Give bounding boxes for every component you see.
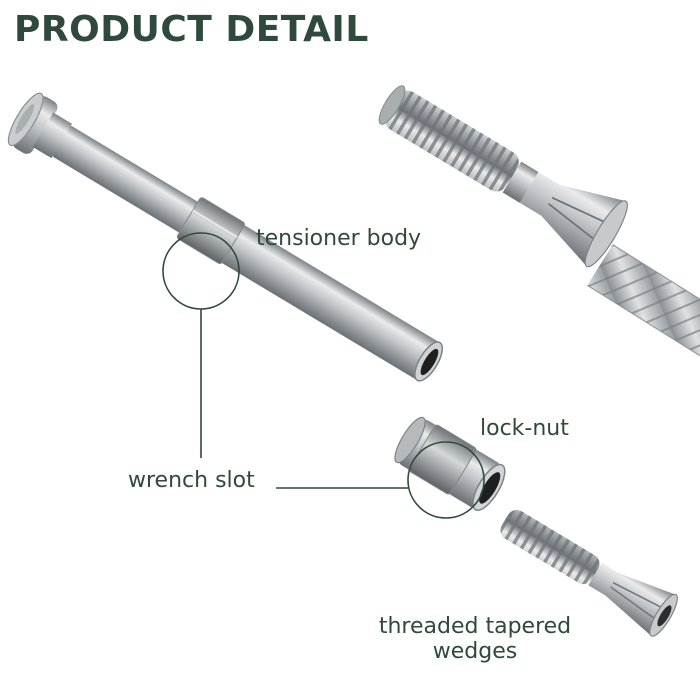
label-threaded-tapered-wedges: threaded tapered wedges xyxy=(350,614,600,665)
label-wedges-line-2: wedges xyxy=(432,639,518,665)
page-title: PRODUCT DETAIL xyxy=(14,9,369,50)
label-lock-nut: lock-nut xyxy=(480,416,569,441)
label-wedges-line-1: threaded tapered xyxy=(378,614,572,639)
threaded-wedge-small-part xyxy=(500,510,678,637)
tensioner-body-part xyxy=(7,92,444,382)
lock-nut-part xyxy=(394,416,506,512)
wedge-with-cable-part xyxy=(378,85,700,382)
lock-nut-callout-circle xyxy=(407,441,485,519)
label-tensioner-body: tensioner body xyxy=(256,226,422,251)
label-wrench-slot: wrench slot xyxy=(128,468,255,493)
